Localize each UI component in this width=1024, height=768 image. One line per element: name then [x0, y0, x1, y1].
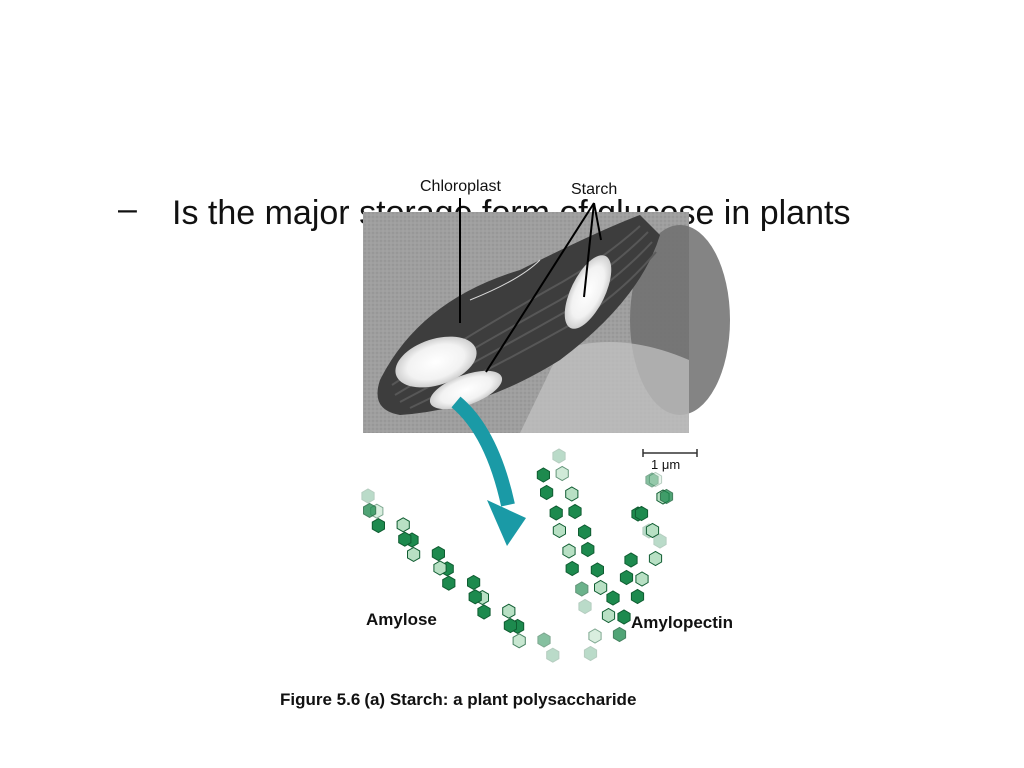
glucose-unit	[606, 590, 620, 606]
glucose-unit	[537, 632, 551, 648]
glucose-unit	[578, 598, 592, 615]
glucose-unit	[552, 448, 566, 464]
scale-bar-label: 1 μm	[651, 457, 681, 472]
glucose-unit	[568, 503, 582, 520]
glucose-unit	[630, 588, 645, 605]
glucose-unit	[371, 518, 385, 534]
glucose-unit	[648, 471, 663, 488]
starch-grain	[395, 336, 477, 388]
amylose-label: Amylose	[366, 610, 437, 629]
glucose-unit	[588, 628, 602, 644]
glucose-unit	[619, 569, 634, 586]
glucose-unit	[503, 618, 517, 634]
glucose-unit	[477, 604, 491, 620]
figure-caption: Figure 5.6(a) Starch: a plant polysaccha…	[280, 690, 636, 710]
glucose-unit	[594, 579, 608, 596]
leader-lines	[459, 198, 602, 373]
glucose-unit	[555, 465, 569, 482]
glucose-unit	[552, 522, 566, 539]
amylose-chain	[361, 488, 560, 663]
amylopectin-label: Amylopectin	[631, 613, 734, 632]
starch-grain	[429, 370, 503, 410]
glucose-unit	[512, 633, 526, 649]
glucose-unit	[361, 488, 375, 504]
glucose-unit	[575, 581, 589, 597]
bullet-dash: –	[118, 190, 137, 228]
caption-text: (a) Starch: a plant polysaccharide	[364, 690, 637, 709]
glucose-unit	[581, 541, 595, 558]
glucose-unit	[398, 531, 412, 547]
glucose-unit	[645, 522, 660, 539]
glucose-unit	[590, 562, 604, 578]
figure-number: Figure 5.6	[280, 690, 361, 709]
glucose-unit	[363, 502, 377, 518]
glucose-unit	[433, 560, 447, 576]
glucose-unit	[653, 533, 667, 549]
glucose-unit	[549, 505, 563, 521]
glucose-unit	[536, 467, 550, 483]
glucose-unit	[467, 574, 481, 590]
chloroplast-label: Chloroplast	[420, 178, 501, 195]
glucose-unit	[565, 560, 579, 577]
glucose-unit	[624, 552, 638, 568]
glucose-unit	[407, 546, 421, 562]
glucose-unit	[578, 524, 592, 540]
glucose-unit	[612, 626, 627, 643]
glucose-unit	[659, 488, 674, 505]
glucose-unit	[617, 609, 631, 625]
glucose-unit	[540, 484, 554, 501]
glucose-unit	[546, 647, 560, 663]
glucose-unit	[431, 546, 445, 562]
glucose-unit	[468, 589, 482, 605]
glucose-unit	[583, 645, 598, 662]
glucose-unit	[645, 472, 659, 488]
glucose-unit	[442, 575, 456, 591]
amylopectin-chain	[536, 448, 674, 662]
glucose-unit	[562, 543, 576, 559]
glucose-unit	[635, 571, 649, 587]
starch-label: Starch	[571, 181, 618, 198]
glucose-unit	[502, 603, 516, 619]
glucose-unit	[565, 486, 579, 502]
glucose-unit	[648, 550, 663, 567]
scale-bar	[642, 449, 698, 457]
teal-arrow-icon	[451, 396, 526, 546]
starch-grain	[564, 255, 612, 329]
glucose-unit	[634, 505, 649, 522]
micrograph	[363, 212, 730, 433]
glucose-unit	[601, 607, 616, 624]
glucose-unit	[396, 517, 410, 533]
